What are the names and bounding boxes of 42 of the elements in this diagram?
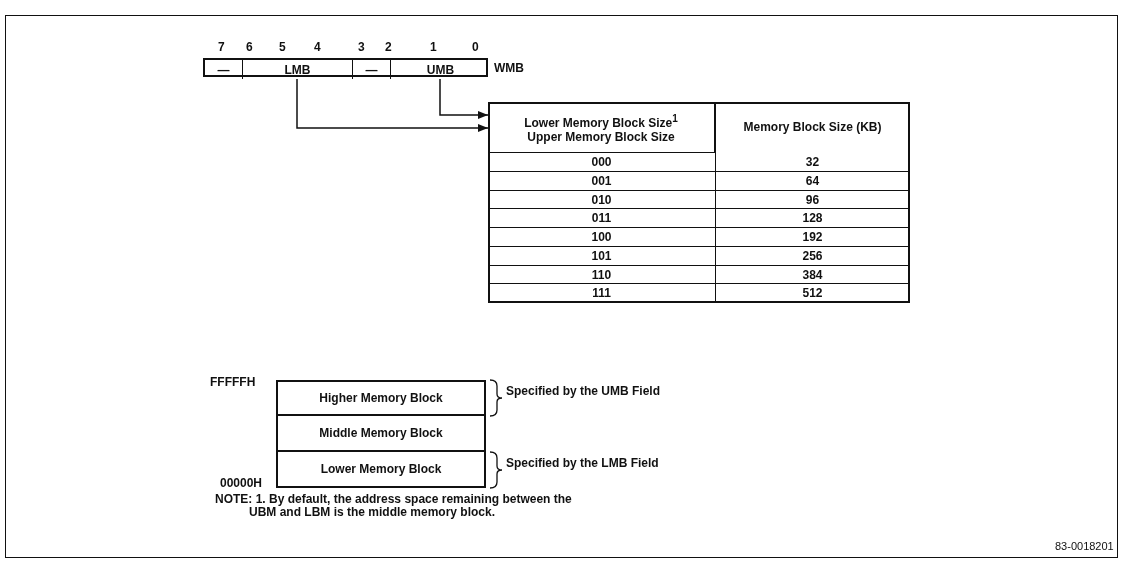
register-field: — bbox=[352, 60, 390, 79]
register-field: UMB bbox=[390, 60, 490, 79]
figure-id: 83-0018201 bbox=[1055, 540, 1114, 552]
arrow bbox=[296, 78, 489, 132]
register-name: WMB bbox=[494, 61, 524, 75]
memory-block: Higher Memory Block bbox=[276, 380, 486, 416]
address-label: FFFFFH bbox=[210, 375, 256, 389]
table-header-cell-text: Memory Block Size (KB) bbox=[742, 119, 883, 136]
table-cell: 011 bbox=[488, 209, 715, 228]
table-cell: 384 bbox=[715, 265, 910, 285]
arrow bbox=[439, 78, 489, 119]
register-field: — bbox=[205, 60, 242, 79]
brace-note: Specified by the LMB Field bbox=[506, 456, 659, 470]
address-label: 00000H bbox=[220, 476, 263, 490]
bit-number: 4 bbox=[314, 40, 321, 54]
bit-number: 1 bbox=[430, 40, 437, 54]
table-cell: 192 bbox=[715, 228, 910, 247]
table-cell: 110 bbox=[488, 265, 715, 285]
brace-note: Specified by the UMB Field bbox=[506, 384, 661, 398]
table-header-cell: Lower Memory Block Size$^{1}$ Upper Memory Block Size bbox=[488, 102, 715, 153]
memory-block: Lower Memory Block bbox=[276, 452, 486, 488]
bit-number: 0 bbox=[472, 40, 479, 54]
bit-number: 7 bbox=[218, 40, 225, 54]
bit-number: 2 bbox=[385, 40, 392, 54]
table-cell: 100 bbox=[488, 228, 715, 247]
table-cell: 001 bbox=[488, 171, 715, 191]
table-cell: 111 bbox=[488, 284, 715, 303]
table-cell: 256 bbox=[715, 246, 910, 266]
table-cell: 64 bbox=[715, 171, 910, 191]
bit-number: 3 bbox=[358, 40, 365, 54]
register-field: LMB bbox=[242, 60, 352, 79]
table-cell: 96 bbox=[715, 190, 910, 210]
table-cell: 000 bbox=[488, 153, 715, 172]
table-cell: 101 bbox=[488, 246, 715, 266]
table-cell: 32 bbox=[715, 153, 910, 172]
table-cell: 010 bbox=[488, 190, 715, 210]
table-cell: 128 bbox=[715, 209, 910, 228]
bit-number: 5 bbox=[279, 40, 286, 54]
bit-number: 6 bbox=[246, 40, 253, 54]
memory-block: Middle Memory Block bbox=[276, 416, 486, 452]
footnote: NOTE: 1. By default, the address space remaining between the UBM and LBM is the middle memory block. bbox=[215, 493, 573, 519]
table-cell: 512 bbox=[715, 284, 910, 303]
